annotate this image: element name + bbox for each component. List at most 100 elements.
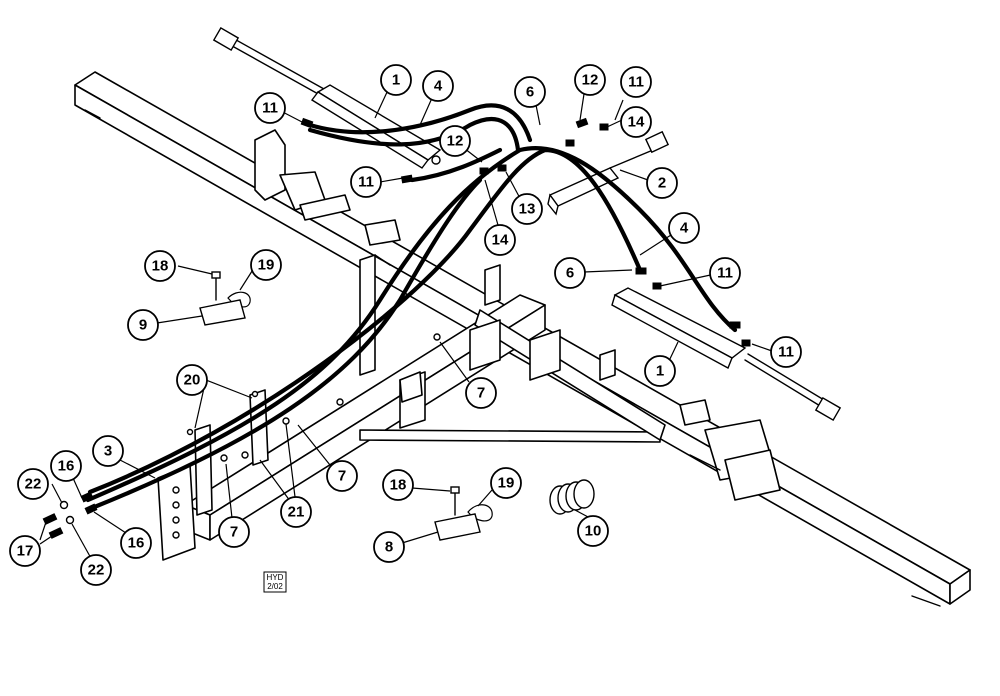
callout-number: 22 <box>25 476 42 493</box>
callout-number: 10 <box>585 523 602 540</box>
callout-6b: 6 <box>554 257 586 289</box>
callout-circle <box>574 64 606 96</box>
callout-circle <box>484 224 516 256</box>
callout-number: 18 <box>152 258 169 275</box>
callout-circle <box>620 106 652 138</box>
callout-12b: 12 <box>439 125 471 157</box>
pin-and-clip-set-upper <box>199 271 251 326</box>
callout-circle <box>50 450 82 482</box>
callout-number: 2 <box>658 175 666 192</box>
callout-number: 18 <box>390 477 407 494</box>
callout-number: 22 <box>88 562 105 579</box>
callout-number: 4 <box>680 220 689 237</box>
callout-number: 4 <box>434 78 443 95</box>
callout-circle <box>770 336 802 368</box>
callout-11c: 11 <box>350 166 382 198</box>
callout-number: 7 <box>230 524 238 541</box>
callout-number: 13 <box>519 201 536 218</box>
callout-circle <box>380 64 412 96</box>
callout-20: 20 <box>176 364 208 396</box>
callout-number: 7 <box>477 385 485 402</box>
callout-circle <box>511 193 543 225</box>
callout-9: 9 <box>127 309 159 341</box>
callout-16b: 16 <box>120 527 152 559</box>
callout-number: 17 <box>17 543 34 560</box>
callout-19b: 19 <box>490 467 522 499</box>
callout-number: 1 <box>656 363 664 380</box>
pin-and-clip-set-lower <box>434 486 493 541</box>
callout-10: 10 <box>577 515 609 547</box>
callout-circle <box>176 364 208 396</box>
callout-circle <box>218 516 250 548</box>
callout-21: 21 <box>280 496 312 528</box>
coil-spring <box>549 479 595 515</box>
callout-22b: 22 <box>80 554 112 586</box>
callout-8: 8 <box>373 531 405 563</box>
callout-1b: 1 <box>644 355 676 387</box>
callout-circle <box>280 496 312 528</box>
callout-circle <box>250 249 282 281</box>
callout-circle <box>554 257 586 289</box>
callout-circle <box>80 554 112 586</box>
callout-number: 12 <box>582 72 599 89</box>
callout-4a: 4 <box>422 70 454 102</box>
callout-17: 17 <box>9 535 41 567</box>
upper-hydraulic-cylinder <box>212 26 442 169</box>
callout-circle <box>465 377 497 409</box>
callout-number: 11 <box>717 265 733 282</box>
callout-12a: 12 <box>574 64 606 96</box>
callout-circle <box>644 355 676 387</box>
callout-circle <box>9 535 41 567</box>
callout-circle <box>92 435 124 467</box>
callout-3: 3 <box>92 435 124 467</box>
callout-circle <box>350 166 382 198</box>
callout-circle <box>668 212 700 244</box>
callout-number: 14 <box>628 114 645 131</box>
callout-number: 6 <box>566 265 574 282</box>
callout-11e: 11 <box>770 336 802 368</box>
callout-circle <box>120 527 152 559</box>
callout-number: 16 <box>58 458 75 475</box>
callout-number: 7 <box>338 468 346 485</box>
callout-number: 11 <box>358 174 374 191</box>
callout-number: 1 <box>392 72 400 89</box>
callout-circle <box>490 467 522 499</box>
revision-stamp: HYD 2/02 <box>263 571 287 593</box>
callout-number: 6 <box>526 84 534 101</box>
callout-circle <box>620 66 652 98</box>
callout-7a: 7 <box>465 377 497 409</box>
callout-circle <box>127 309 159 341</box>
callout-number: 14 <box>492 232 509 249</box>
callout-2: 2 <box>646 167 678 199</box>
callout-19a: 19 <box>250 249 282 281</box>
callout-number: 11 <box>628 74 644 91</box>
callout-circle <box>373 531 405 563</box>
rear-beam-brackets <box>254 129 781 501</box>
stamp-line2: 2/02 <box>267 582 283 591</box>
callout-number: 8 <box>385 539 393 556</box>
callout-number: 12 <box>447 133 464 150</box>
callout-14b: 14 <box>484 224 516 256</box>
callout-circle <box>382 469 414 501</box>
callout-16a: 16 <box>50 450 82 482</box>
callout-18b: 18 <box>382 469 414 501</box>
callout-number: 16 <box>128 535 145 552</box>
callout-11d: 11 <box>709 257 741 289</box>
callout-14a: 14 <box>620 106 652 138</box>
callout-number: 21 <box>288 504 305 521</box>
hose-fittings <box>42 117 751 539</box>
lower-hydraulic-cylinder <box>611 287 842 422</box>
callout-number: 11 <box>778 344 794 361</box>
callout-number: 3 <box>104 443 112 460</box>
callout-18a: 18 <box>144 250 176 282</box>
callout-circle <box>144 250 176 282</box>
callout-number: 20 <box>184 372 201 389</box>
callout-circle <box>514 76 546 108</box>
callout-11a: 11 <box>254 92 286 124</box>
callout-circle <box>577 515 609 547</box>
leader-lines <box>39 89 773 561</box>
callout-22a: 22 <box>17 468 49 500</box>
callout-circle <box>326 460 358 492</box>
